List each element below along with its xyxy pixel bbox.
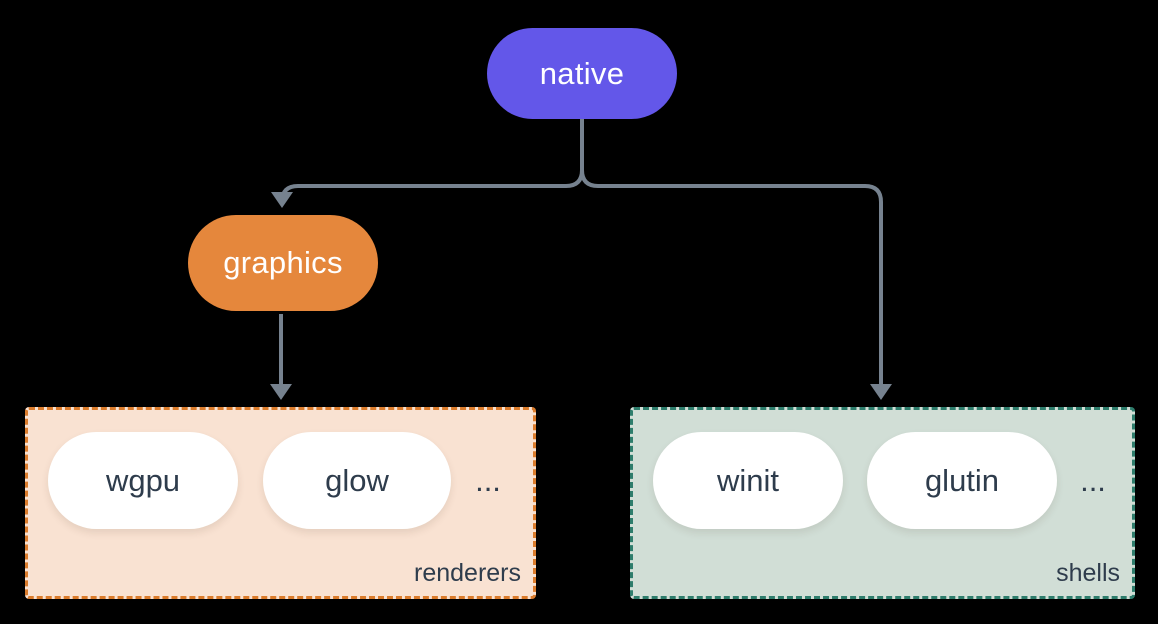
- node-glow: glow: [263, 432, 451, 529]
- group-shells-label: shells: [1056, 559, 1120, 587]
- arrowhead-graphics-icon: [271, 192, 293, 208]
- node-graphics-label: graphics: [223, 245, 343, 280]
- group-shells: winit glutin ... shells: [630, 407, 1135, 599]
- node-winit-label: winit: [716, 462, 779, 498]
- group-renderers-label: renderers: [414, 559, 521, 587]
- renderers-ellipsis: ...: [475, 462, 501, 498]
- group-renderers: wgpu glow ... renderers: [25, 407, 536, 599]
- edge-native-shells: [580, 119, 883, 386]
- node-glutin: glutin: [867, 432, 1057, 529]
- node-wgpu: wgpu: [48, 432, 238, 529]
- edge-native-graphics: [280, 119, 584, 203]
- node-wgpu-label: wgpu: [105, 462, 181, 498]
- node-glow-label: glow: [325, 462, 389, 498]
- node-native: native: [487, 28, 677, 119]
- arrowhead-shells-icon: [870, 384, 892, 400]
- node-graphics: graphics: [188, 215, 378, 311]
- node-winit: winit: [653, 432, 843, 529]
- node-glutin-label: glutin: [924, 462, 1000, 498]
- node-native-label: native: [539, 55, 625, 91]
- shells-ellipsis: ...: [1080, 462, 1106, 498]
- arrowhead-renderers-icon: [270, 384, 292, 400]
